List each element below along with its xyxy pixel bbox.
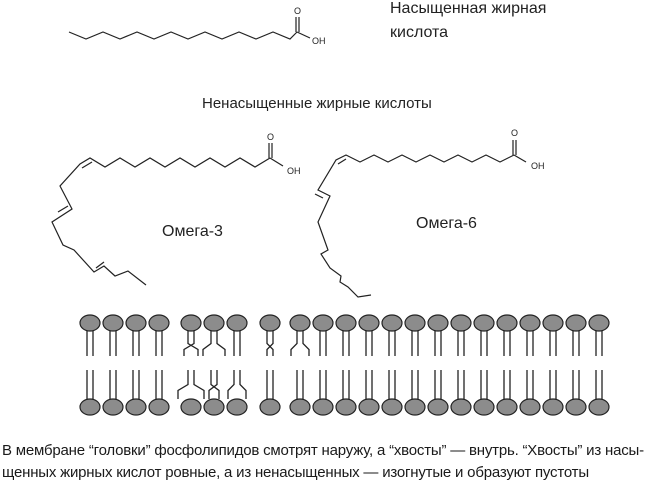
lipid-head-bottom (427, 398, 449, 416)
lipid-head-top (542, 314, 564, 332)
lipid-tail-top (302, 331, 310, 356)
omega3-main-chain (51, 157, 271, 286)
lipid-head-top (102, 314, 124, 332)
lipid-head-bottom (335, 398, 357, 416)
lipid-head-top (226, 314, 248, 332)
omega3-double-bond-1 (81, 161, 93, 169)
omega3-double-bond-3 (95, 261, 105, 269)
omega-3-structure (51, 143, 284, 286)
lipid-tail-top (187, 331, 199, 356)
lipid-head-bottom (125, 398, 147, 416)
lipid-tail-bottom (210, 370, 220, 399)
lipid-tail-top (266, 331, 274, 356)
membrane-bilayer (79, 314, 610, 416)
omega6-hydroxyl-atom: OH (531, 161, 545, 171)
lipid-head-bottom (226, 398, 248, 416)
lipid-head-bottom (289, 398, 311, 416)
lipid-head-top (427, 314, 449, 332)
unsaturated-title: Ненасыщенные жирные кислоты (202, 95, 432, 112)
lipid-tail-bottom (239, 370, 247, 399)
saturated-hydroxyl-bond (296, 31, 311, 39)
lipid-head-bottom (542, 398, 564, 416)
lipid-head-bottom (79, 398, 101, 416)
lipid-tail-top (183, 331, 195, 356)
lipid-tail-top (290, 331, 298, 356)
omega6-main-chain (317, 154, 515, 298)
omega6-double-bond-2 (314, 193, 324, 199)
figure-caption: В мембране “головки” фосфолипидов смотря… (2, 440, 658, 484)
lipid-tail-bottom (227, 370, 235, 399)
lipid-head-bottom (588, 398, 610, 416)
omega-3-label: Омега-3 (162, 223, 223, 240)
saturated-oxygen-atom: O (294, 6, 301, 16)
lipid-head-bottom (565, 398, 587, 416)
lipid-head-bottom (203, 398, 225, 416)
caption-line-2: щенных жирных кислот ровные, а из ненасы… (2, 464, 589, 481)
omega6-hydroxyl-bond (513, 154, 527, 163)
lipid-head-bottom (496, 398, 518, 416)
omega3-hydroxyl-atom: OH (287, 166, 301, 176)
lipid-tail-bottom (193, 370, 205, 399)
omega3-oxygen-atom: O (267, 132, 274, 142)
lipid-head-top (496, 314, 518, 332)
lipid-head-top (180, 314, 202, 332)
lipid-head-top (588, 314, 610, 332)
omega6-oxygen-atom: O (511, 128, 518, 138)
omega3-hydroxyl-bond (269, 157, 284, 167)
lipid-head-bottom (450, 398, 472, 416)
lipid-tail-top (202, 331, 212, 356)
lipid-head-top (473, 314, 495, 332)
lipid-head-bottom (102, 398, 124, 416)
lipid-head-top (148, 314, 170, 332)
lipid-head-bottom (180, 398, 202, 416)
saturated-hydroxyl-atom: OH (312, 36, 326, 46)
lipid-head-bottom (312, 398, 334, 416)
lipid-head-bottom (381, 398, 403, 416)
lipid-head-top (358, 314, 380, 332)
omega-6-label: Омега-6 (416, 215, 477, 232)
lipid-head-top (312, 314, 334, 332)
omega-6-structure (314, 140, 527, 298)
lipid-head-top (259, 314, 281, 332)
caption-line-1: В мембране “головки” фосфолипидов смотря… (2, 442, 644, 459)
lipid-head-bottom (404, 398, 426, 416)
saturated-carbon-chain (68, 31, 298, 40)
lipid-head-bottom (358, 398, 380, 416)
lipid-head-top (125, 314, 147, 332)
omega6-double-bond-1 (337, 158, 347, 165)
lipid-head-top (203, 314, 225, 332)
lipid-head-bottom (259, 398, 281, 416)
lipid-head-bottom (473, 398, 495, 416)
lipid-head-top (381, 314, 403, 332)
lipid-tail-bottom (177, 370, 189, 399)
saturated-label-line2: кислота (390, 24, 448, 41)
lipid-head-bottom (148, 398, 170, 416)
lipid-head-top (289, 314, 311, 332)
lipid-head-top (79, 314, 101, 332)
lipid-head-top (335, 314, 357, 332)
lipid-tail-top (216, 331, 226, 356)
saturated-label-line1: Насыщенная жирная (390, 0, 546, 17)
lipid-tail-bottom (208, 370, 218, 399)
saturated-fatty-acid-structure (68, 17, 311, 40)
lipid-head-bottom (519, 398, 541, 416)
omega3-double-bond-2 (57, 205, 69, 213)
lipid-head-top (404, 314, 426, 332)
lipid-head-top (450, 314, 472, 332)
lipid-head-top (565, 314, 587, 332)
lipid-head-top (519, 314, 541, 332)
